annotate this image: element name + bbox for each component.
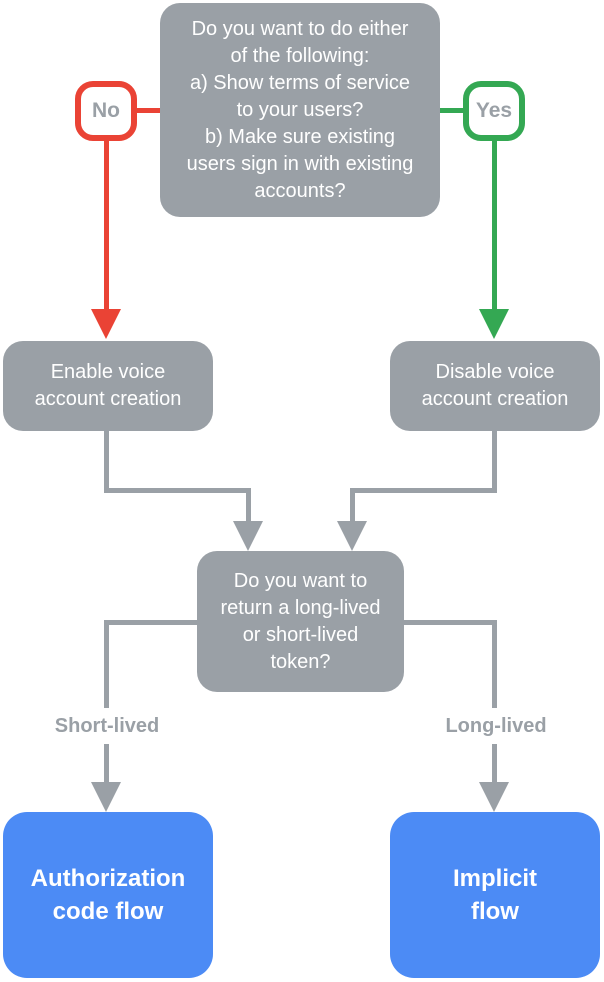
arrow-down-green-icon xyxy=(479,309,509,339)
node-token-question: Do you want to return a long-lived or sh… xyxy=(197,551,404,692)
short-lived-text: Short-lived xyxy=(54,714,160,737)
node-root-question: Do you want to do either of the followin… xyxy=(160,3,440,217)
connector-no-vertical xyxy=(104,140,109,312)
node-enable-voice-account-creation: Enable voice account creation xyxy=(3,341,213,431)
connector-yes-vertical xyxy=(492,140,497,312)
implicit-flow-text: Implicit flow xyxy=(452,865,537,925)
arrow-down-gray-icon xyxy=(233,521,263,551)
node-disable-voice-account-creation: Disable voice account creation xyxy=(390,341,600,431)
connector-disable-down xyxy=(492,431,497,493)
connector-no-horizontal xyxy=(135,108,161,113)
badge-no-label: No xyxy=(92,99,120,122)
connector-disable-into-question xyxy=(350,488,355,523)
connector-shortlived-down xyxy=(104,620,109,785)
authorization-code-flow-text: Authorization code flow xyxy=(30,865,186,925)
connector-shortlived-across xyxy=(104,620,197,625)
node-authorization-code-flow: Authorization code flow xyxy=(3,812,213,978)
arrow-down-red-icon xyxy=(91,309,121,339)
label-long-lived: Long-lived xyxy=(411,708,581,744)
connector-disable-across xyxy=(350,488,497,493)
connector-enable-across xyxy=(104,488,251,493)
connector-enable-down xyxy=(104,431,109,493)
connector-enable-into-question xyxy=(246,488,251,523)
label-short-lived: Short-lived xyxy=(22,708,192,744)
disable-voice-text: Disable voice account creation xyxy=(421,361,569,410)
enable-voice-text: Enable voice account creation xyxy=(34,361,182,410)
badge-yes: Yes xyxy=(463,81,525,141)
arrow-down-gray-icon xyxy=(479,782,509,812)
long-lived-text: Long-lived xyxy=(445,714,547,737)
node-implicit-flow: Implicit flow xyxy=(390,812,600,978)
connector-longlived-down xyxy=(492,620,497,785)
connector-yes-horizontal xyxy=(439,108,464,113)
badge-yes-label: Yes xyxy=(475,99,513,122)
arrow-down-gray-icon xyxy=(337,521,367,551)
badge-no: No xyxy=(75,81,137,141)
token-question-text: Do you want to return a long-lived or sh… xyxy=(220,569,381,673)
root-question-text: Do you want to do either of the followin… xyxy=(186,17,414,202)
arrow-down-gray-icon xyxy=(91,782,121,812)
connector-longlived-across xyxy=(404,620,497,625)
